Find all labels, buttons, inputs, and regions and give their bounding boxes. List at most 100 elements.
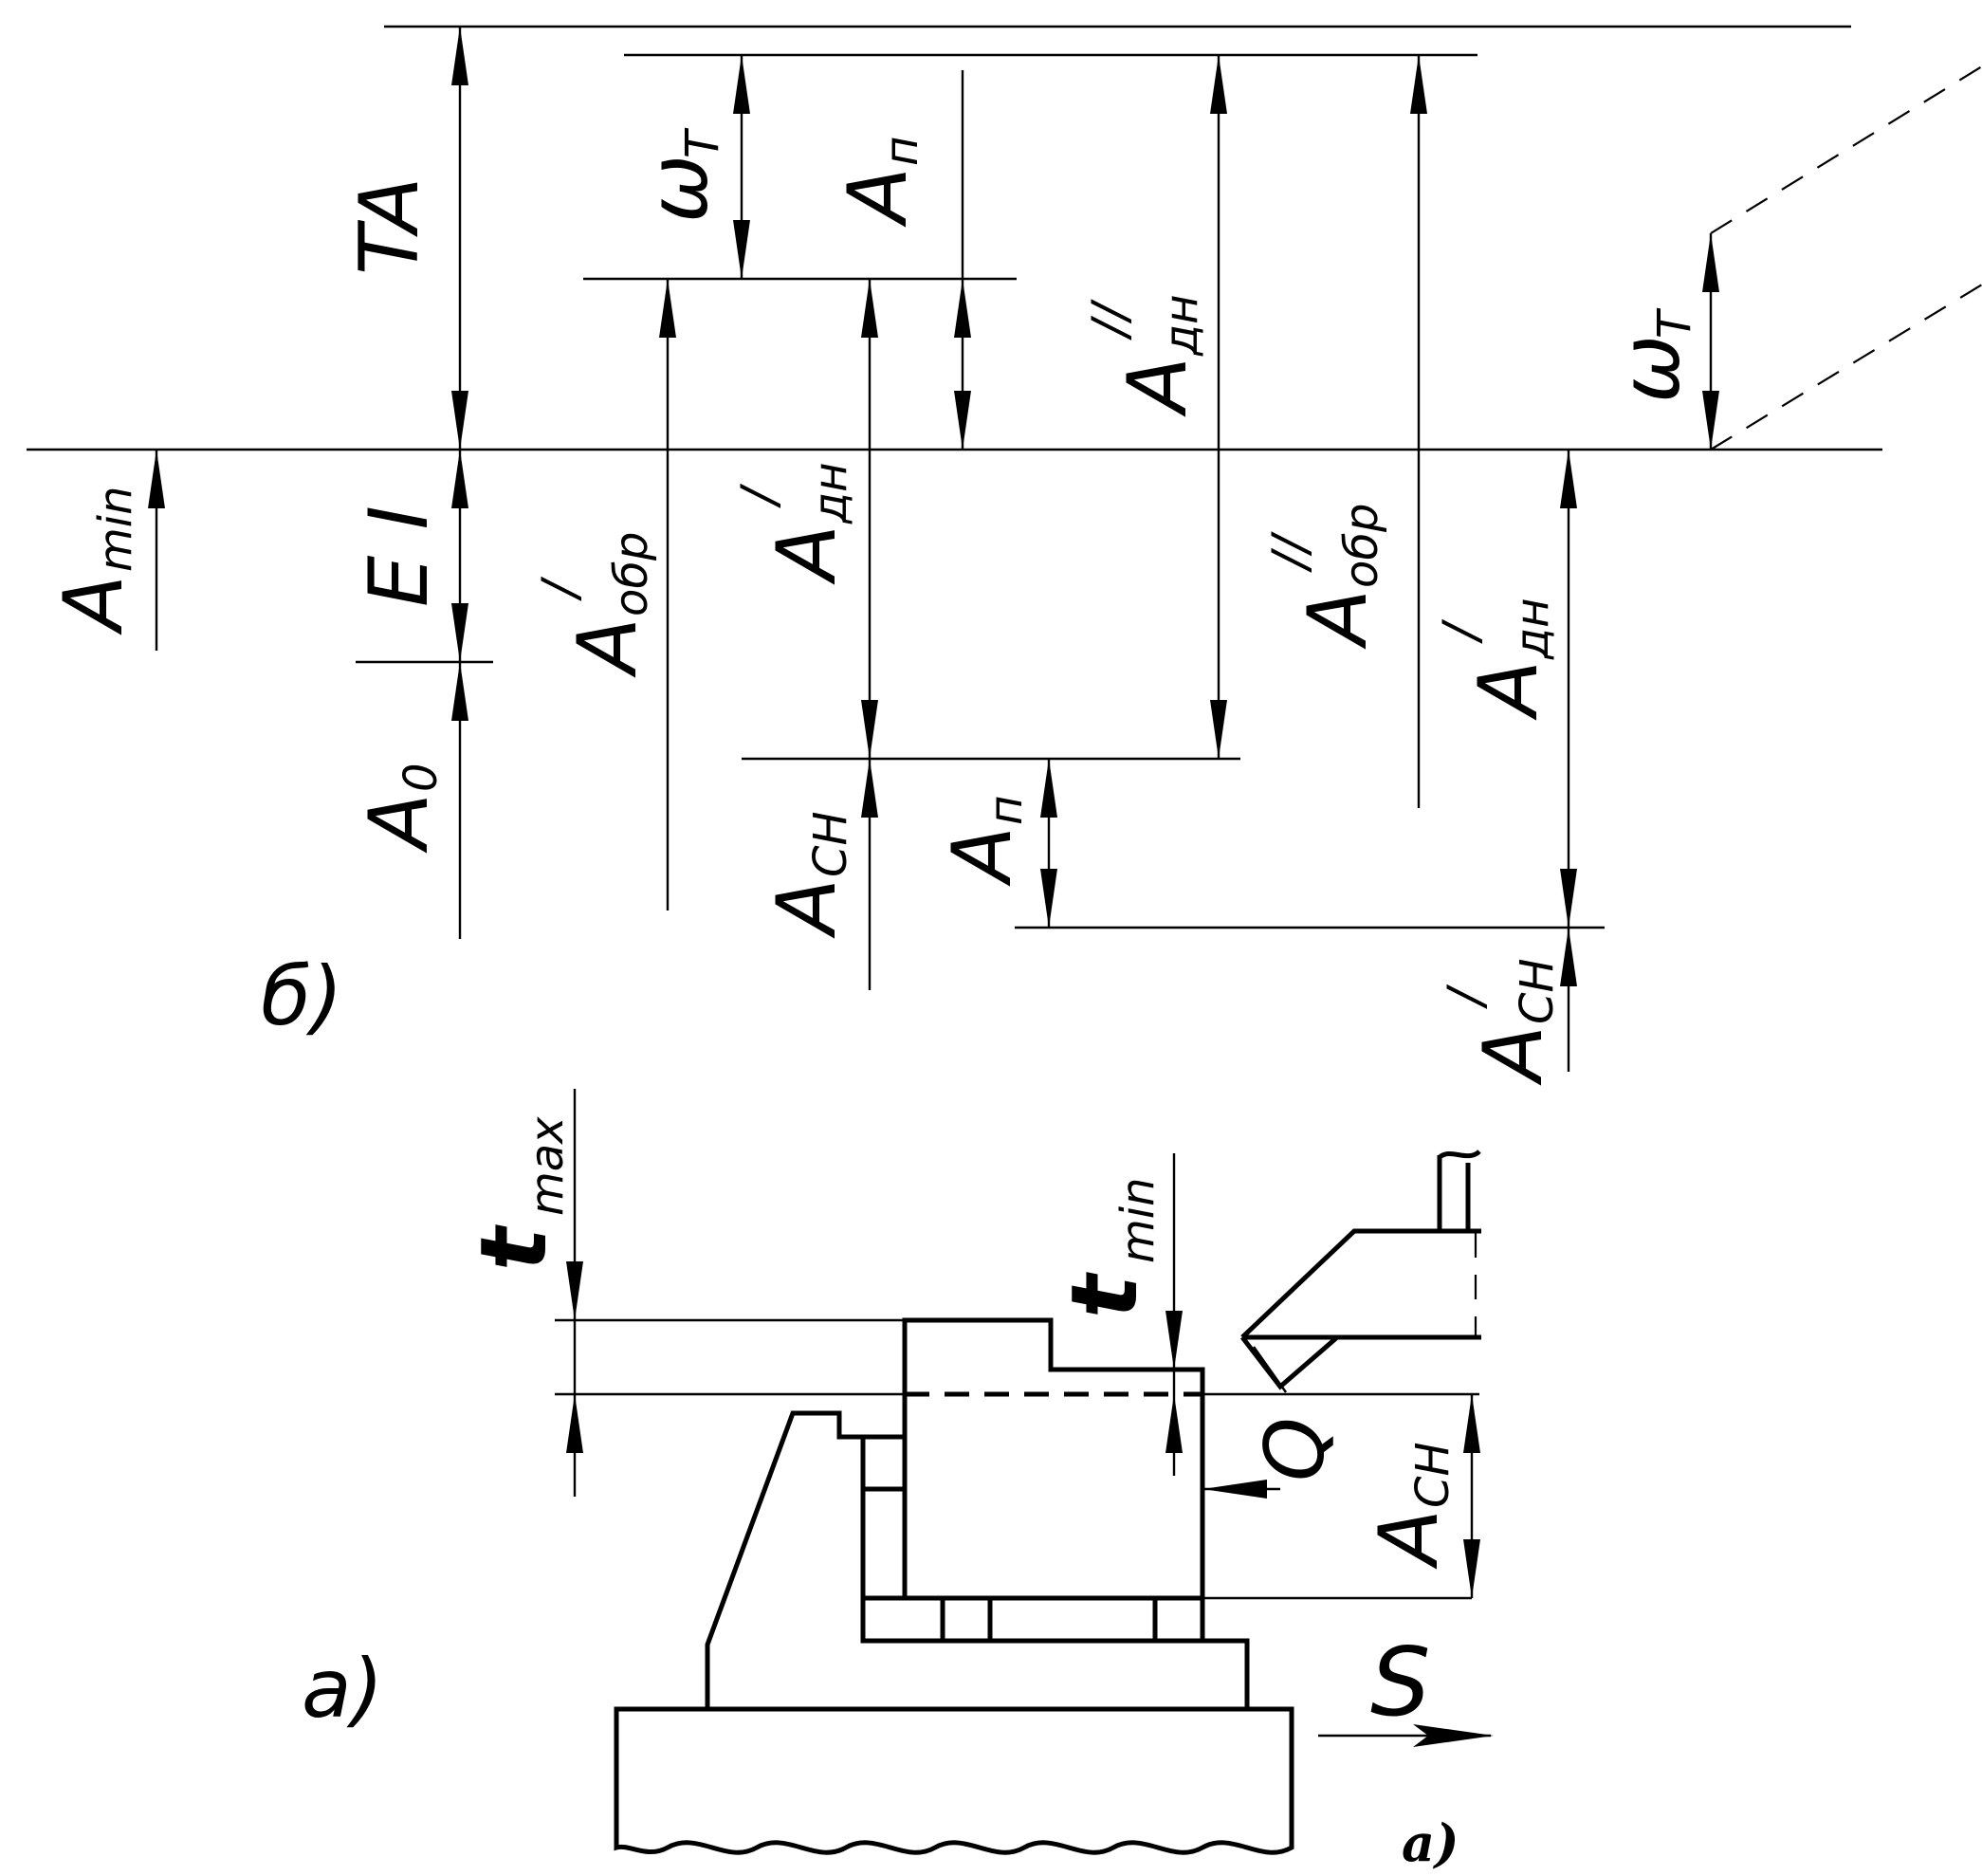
fixture-body [705,1410,1250,1709]
tool-shank [1437,1155,1471,1231]
svg-text:A: A [560,617,655,678]
wear-trend-dashed-lower [1710,284,1982,451]
svg-text:A: A [352,793,447,854]
svg-text:T: T [1648,307,1701,339]
arrowhead [861,279,878,338]
svg-text:max: max [521,1116,574,1216]
label-aobr-double-prime: A // обр [1262,504,1388,650]
arrowhead [566,1394,583,1453]
svg-text:п: п [980,796,1033,825]
panel-a-caption: а) [1402,1812,1459,1873]
arrowhead [1702,391,1719,450]
force-q-arrowhead [1202,1480,1267,1499]
arrowhead [1210,55,1227,114]
svg-text:A: A [831,167,926,228]
label-wt-right: ω T [1604,307,1701,403]
arrowhead [1040,869,1057,928]
svg-text:обр: обр [1335,504,1388,588]
arrowhead [659,279,676,338]
label-wt: ω T [632,127,729,223]
arrowhead [861,700,878,759]
workpiece [902,1317,1205,1601]
label-ach-prime: A / CH [1438,958,1564,1086]
label-tmax: t max [461,1116,574,1271]
panel-a-label: а) [302,1642,383,1737]
label-a0: A 0 [352,763,448,854]
svg-text:t: t [461,1224,567,1271]
arrowhead [1210,700,1227,759]
arrowhead [733,55,750,114]
svg-text:/: / [731,483,788,508]
svg-text:CH: CH [1511,958,1564,1024]
label-s: S [1370,1627,1430,1738]
svg-text:CH: CH [1406,1442,1459,1508]
wear-trend-dashed-upper [1710,65,1982,234]
support-pad-left [940,1595,993,1644]
svg-text:min: min [1111,1177,1165,1263]
svg-text:/: / [532,576,589,601]
svg-text:A: A [1461,660,1556,721]
svg-text:A: A [1110,357,1205,417]
svg-text:обр: обр [605,532,658,616]
arrowhead [451,27,468,85]
svg-text:п: п [875,137,928,166]
svg-text:A: A [1466,1025,1561,1086]
label-adn-prime-right: A / дн [1433,598,1559,721]
label-ei: E I [352,506,447,607]
side-stop-upper [860,1434,908,1492]
side-stop-lower [860,1486,908,1601]
svg-text:CH: CH [804,811,857,877]
svg-text:A: A [935,826,1030,887]
svg-text:ω: ω [1604,335,1698,403]
arrowhead [451,450,468,508]
arrowhead [1165,1311,1183,1370]
svg-text:T: T [676,127,729,158]
svg-text://: // [1082,298,1139,340]
svg-text:дн: дн [1155,294,1208,357]
arrowhead [451,662,468,721]
machining-setup-panel: Q A CH t max t min S а) а) [302,1089,1494,1873]
arrowhead [1560,450,1577,508]
arrowhead [451,391,468,450]
cutting-tool [1240,1228,1481,1390]
arrowhead [1702,233,1719,292]
arrowhead [451,603,468,662]
svg-text:/: / [1438,984,1495,1009]
arrowhead [566,1261,583,1320]
label-an-upper: A п [831,137,928,228]
label-ta: TA [342,177,437,275]
svg-text:A: A [760,524,854,585]
arrowhead [1560,928,1577,986]
label-amin: A min [46,486,142,635]
tool-shank-break [1438,1149,1481,1160]
feed-arrowhead [1413,1724,1494,1747]
dimension-chain-panel: TA A min E I A 0 ω T A п A // дн A / обр [27,25,1982,1086]
arrowhead [148,450,165,508]
label-q: Q [1248,1417,1343,1481]
arrowhead [1463,1539,1480,1598]
arrowhead [1165,1394,1183,1453]
svg-text:/: / [1433,618,1490,644]
machine-table [614,1706,1294,1855]
svg-text:A: A [46,575,141,635]
label-ach-workpiece: A CH [1362,1442,1459,1570]
svg-text:min: min [89,486,142,572]
arrowhead [954,279,971,338]
support-pad-right [1152,1595,1205,1644]
svg-text://: // [1262,530,1319,573]
label-adn-double-prime: A // дн [1082,294,1208,417]
svg-text:A: A [1291,589,1386,650]
arrowhead [954,391,971,450]
arrowhead [1040,759,1057,818]
arrowhead [861,759,878,818]
arrowhead [1560,869,1577,928]
svg-text:A: A [1362,1509,1457,1570]
panel-b-label: б) [261,949,343,1044]
arrowhead [1463,1394,1480,1453]
label-ach: A CH [760,811,857,939]
arrowhead [733,220,750,279]
label-adn-prime: A / дн [731,462,857,585]
svg-text:0: 0 [395,763,448,792]
